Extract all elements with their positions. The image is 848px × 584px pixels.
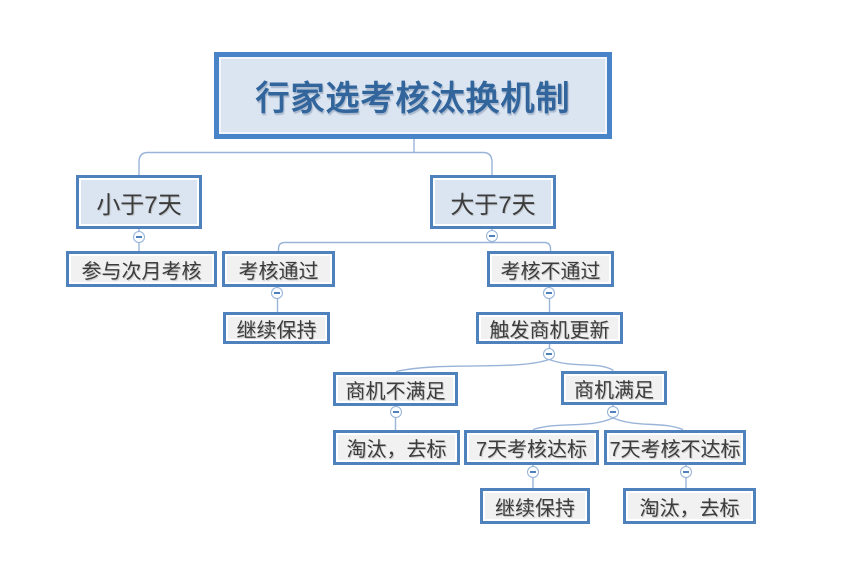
collapse-toggle-day7-not-met[interactable] — [680, 466, 692, 478]
minus-icon — [393, 411, 399, 413]
node-assessment-passed[interactable]: 考核通过 — [222, 251, 335, 287]
node-less-than-7-days[interactable]: 小于7天 — [76, 175, 202, 229]
node-assessment-failed[interactable]: 考核不通过 — [487, 251, 614, 287]
collapse-toggle-day7-met[interactable] — [527, 466, 539, 478]
collapse-toggle-lt7[interactable] — [133, 231, 145, 243]
collapse-toggle-pass[interactable] — [271, 287, 283, 299]
node-next-month-assessment[interactable]: 参与次月考核 — [66, 251, 217, 287]
node-trigger-opportunity-update[interactable]: 触发商机更新 — [476, 312, 623, 344]
minus-icon — [683, 471, 689, 473]
node-7day-assessment-not-met[interactable]: 7天考核不达标 — [604, 430, 746, 465]
node-keep-status-1[interactable]: 继续保持 — [223, 312, 330, 344]
minus-icon — [274, 292, 280, 294]
collapse-toggle-fail[interactable] — [543, 287, 555, 299]
node-root-topic[interactable]: 行家选考核汰换机制 — [214, 52, 612, 139]
collapse-toggle-opp-met[interactable] — [607, 406, 619, 418]
minus-icon — [610, 411, 616, 413]
minus-icon — [136, 236, 142, 238]
collapse-toggle-gt7[interactable] — [486, 230, 498, 242]
minus-icon — [530, 471, 536, 473]
node-opportunity-not-met[interactable]: 商机不满足 — [333, 372, 458, 406]
minus-icon — [489, 235, 495, 237]
collapse-toggle-opp-not-met[interactable] — [390, 406, 402, 418]
node-eliminate-remove-tag-2[interactable]: 淘汰，去标 — [623, 488, 756, 524]
node-greater-than-7-days[interactable]: 大于7天 — [430, 175, 556, 229]
minus-icon — [546, 353, 552, 355]
node-opportunity-met[interactable]: 商机满足 — [561, 371, 667, 405]
collapse-toggle-trigger[interactable] — [543, 348, 555, 360]
node-eliminate-remove-tag-1[interactable]: 淘汰，去标 — [333, 430, 460, 465]
minus-icon — [546, 292, 552, 294]
node-keep-status-2[interactable]: 继续保持 — [480, 488, 590, 524]
node-7day-assessment-met[interactable]: 7天考核达标 — [464, 430, 599, 465]
